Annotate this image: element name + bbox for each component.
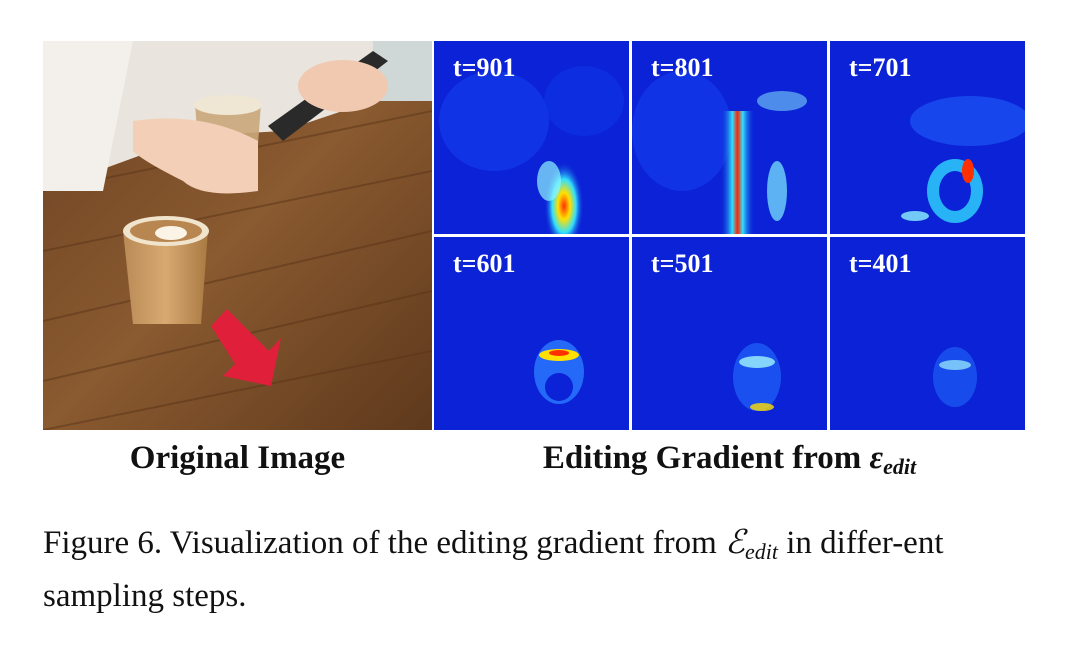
editing-gradient-label: Editing Gradient from εedit	[434, 440, 1025, 480]
heatmap-panel: t=901	[434, 41, 629, 234]
timestep-label: t=701	[849, 53, 912, 82]
heatmap-panel: t=801	[632, 41, 827, 234]
epsilon-symbol: ε	[869, 440, 884, 476]
caption-math-subscript: edit	[745, 539, 778, 564]
original-image	[43, 41, 432, 430]
caption-prefix: Figure 6. Visualization of the editing g…	[43, 525, 726, 561]
original-image-label: Original Image	[129, 440, 346, 476]
timestep-label: t=901	[453, 53, 516, 82]
heatmap-panel: t=501	[632, 237, 827, 430]
epsilon-subscript: edit	[883, 454, 917, 479]
timestep-label: t=501	[651, 249, 714, 278]
heatmap-panel: t=601	[434, 237, 629, 430]
figure-caption: Figure 6. Visualization of the editing g…	[43, 521, 1028, 618]
heatmap-grid: t=901 t=801 t=701	[434, 41, 1025, 430]
timestep-label: t=801	[651, 53, 714, 82]
heatmap-panel: t=701	[830, 41, 1025, 234]
editing-gradient-prefix: Editing Gradient from	[542, 440, 870, 476]
timestep-label: t=601	[453, 249, 516, 278]
heatmap-panel: t=401	[830, 237, 1025, 430]
caption-math-symbol: ℰ	[725, 525, 745, 561]
red-arrow	[211, 309, 281, 386]
timestep-label: t=401	[849, 249, 912, 278]
caption-suffix: in differ-ent sampling steps.	[43, 525, 944, 614]
